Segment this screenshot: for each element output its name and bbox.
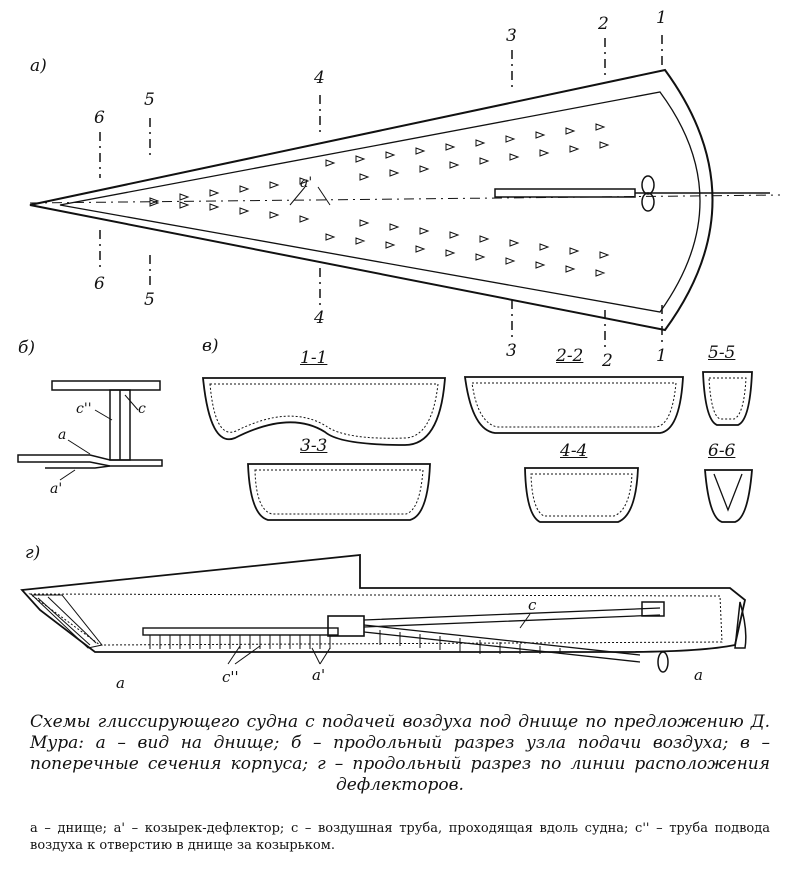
hull-profile bbox=[20, 554, 747, 653]
detail-label-c2: c'' bbox=[76, 401, 92, 417]
air-supply-detail bbox=[17, 380, 163, 481]
section-mark-4-bottom: 4 bbox=[314, 308, 325, 328]
profile-label-a1: a' bbox=[312, 666, 326, 684]
section-6-6 bbox=[704, 469, 753, 523]
deflector-label: a' bbox=[300, 175, 313, 191]
section-mark-5-bottom: 5 bbox=[144, 290, 155, 310]
figure-caption: Схемы глиссирующего судна с подачей возд… bbox=[30, 712, 770, 795]
section-mark-3-top: 3 bbox=[506, 26, 517, 46]
figure-drawing bbox=[17, 35, 781, 673]
inclined-pipe bbox=[363, 607, 661, 663]
deflector-array bbox=[149, 123, 610, 277]
deflector-leader-2 bbox=[317, 186, 331, 206]
deflector-lip bbox=[45, 465, 111, 469]
section-label-2-2: 2-2 bbox=[556, 346, 584, 366]
stem-hatching bbox=[30, 594, 103, 649]
hull-plan-inner-outline bbox=[59, 91, 701, 313]
inclined-supply-pipes bbox=[379, 630, 561, 654]
section-5-5 bbox=[702, 371, 753, 426]
centerline bbox=[29, 194, 781, 204]
hull-plan-outline bbox=[29, 68, 714, 332]
section-mark-1-top: 1 bbox=[656, 8, 667, 28]
profile-label-c: c bbox=[528, 596, 537, 614]
panel-label-b: б) bbox=[18, 338, 36, 358]
section-lines bbox=[99, 35, 663, 350]
section-mark-6-bottom: 6 bbox=[94, 274, 105, 294]
section-mark-3-bottom: 3 bbox=[506, 341, 517, 361]
section-1-1 bbox=[202, 377, 446, 446]
profile-label-a-right: a bbox=[694, 666, 703, 684]
deck-plate bbox=[51, 380, 161, 391]
detail-label-a1: a' bbox=[50, 481, 63, 497]
section-2-2 bbox=[463, 376, 684, 434]
bottom-plate bbox=[17, 454, 163, 467]
hull-plan-view bbox=[29, 35, 781, 350]
section-4-4 bbox=[524, 467, 639, 523]
section-label-3-3: 3-3 bbox=[300, 436, 328, 456]
section-label-4-4: 4-4 bbox=[560, 441, 588, 461]
panel-label-a: а) bbox=[30, 56, 47, 76]
section-mark-2-bottom: 2 bbox=[602, 351, 613, 371]
section-label-6-6: 6-6 bbox=[708, 441, 736, 461]
hull-inner-line bbox=[28, 593, 723, 646]
detail-label-a: a bbox=[58, 427, 67, 443]
section-mark-1-bottom: 1 bbox=[656, 346, 667, 366]
detail-label-c: c bbox=[138, 401, 146, 417]
air-pipe-c bbox=[142, 627, 339, 636]
section-label-1-1: 1-1 bbox=[300, 348, 328, 368]
section-3-3 bbox=[247, 463, 431, 521]
figure-legend: а – днище; а' – козырек-дефлектор; с – в… bbox=[30, 821, 770, 853]
section-label-5-5: 5-5 bbox=[708, 343, 736, 363]
propeller-upper-blade bbox=[641, 175, 655, 195]
propeller-lower-blade bbox=[641, 192, 655, 212]
air-pipe-plan bbox=[494, 188, 636, 198]
panel-label-g: г) bbox=[25, 543, 41, 563]
hull-longitudinal-section bbox=[20, 554, 747, 673]
profile-label-c2: c'' bbox=[222, 668, 239, 686]
deflector-leader-1 bbox=[289, 186, 306, 206]
profile-label-a-left: a bbox=[116, 674, 125, 692]
supply-pipes-c2 bbox=[149, 635, 331, 649]
section-mark-4-top: 4 bbox=[314, 68, 325, 88]
panel-label-v: в) bbox=[202, 336, 219, 356]
section-mark-5-top: 5 bbox=[144, 90, 155, 110]
propeller-profile bbox=[657, 651, 669, 673]
air-intake-box bbox=[327, 615, 365, 637]
rudder bbox=[734, 601, 747, 649]
section-mark-2-top: 2 bbox=[598, 14, 609, 34]
section-mark-6-top: 6 bbox=[94, 108, 105, 128]
cross-sections bbox=[202, 371, 753, 523]
pipe-end-fitting bbox=[641, 601, 665, 617]
